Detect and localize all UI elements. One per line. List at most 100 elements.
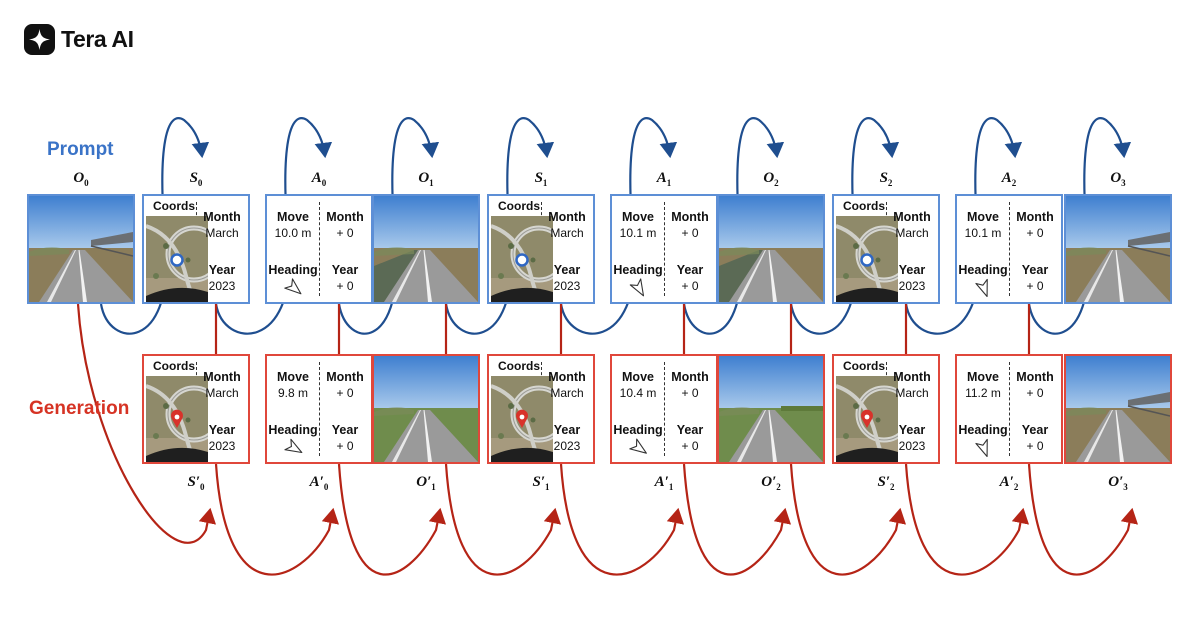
month-delta-cell: Month+ 0 [664,369,716,401]
street-view-image [374,356,478,462]
label-subscript: 0 [84,178,89,188]
generation-row-label: Generation [29,398,130,419]
tile-divider [1009,362,1010,456]
move-value: 10.1 m [964,226,1002,240]
label-symbol: A [999,474,1010,490]
sequence-label: A2 [954,170,1064,188]
satellite-map-icon [836,216,898,302]
prime-mark: ′ [664,474,669,490]
month-label: Month [326,210,364,224]
tile-divider [319,202,320,296]
year-label: Year [331,263,359,277]
label-symbol: S [187,474,196,490]
month-label: Month [548,370,586,384]
label-subscript: 2 [776,482,781,492]
move-label: Move [967,370,999,384]
year-label: Year [676,263,704,277]
month-delta-value: + 0 [1026,226,1044,240]
label-symbol: S [879,170,888,186]
year-delta-value: + 0 [1026,439,1044,453]
move-value: 9.8 m [277,386,308,400]
prime-mark: ′ [772,474,777,490]
generation-arrow [789,463,907,576]
heading-cell: Heading [957,422,1009,438]
label-symbol: S [532,474,541,490]
label-subscript: 1 [431,482,436,492]
year-delta-value: + 0 [336,279,354,293]
generation-arrow [444,463,562,576]
month-value: March [895,226,929,240]
year-label: Year [553,423,581,437]
street-view-image [374,196,478,302]
tera-logo-icon [24,24,55,55]
move-label: Move [967,210,999,224]
month-value: March [550,226,584,240]
month-value: March [895,386,929,400]
sequence-label: S2 [831,170,941,188]
month-label: Month [671,210,709,224]
label-symbol: O [763,170,775,186]
sequence-label: A′0 [264,474,374,492]
month-label: Month [203,370,241,384]
sequence-label: O2 [716,170,826,188]
year-delta-value: + 0 [1026,279,1044,293]
month-value: March [205,386,239,400]
heading-cell: Heading [612,262,664,278]
label-symbol: O [1108,474,1120,490]
generation-arrow [904,463,1030,576]
street-view-image [719,356,823,462]
month-value: March [205,226,239,240]
month-delta-value: + 0 [336,226,354,240]
generation-arrow [1027,463,1139,576]
satellite-map-icon [491,216,553,302]
heading-arrow-icon [975,438,988,458]
street-view-image [719,196,823,302]
year-delta-value: + 0 [681,279,699,293]
action-tile: Move 11.2 m Heading Month+ 0 Year + 0 [955,354,1063,464]
tile-divider [664,202,665,296]
label-symbol: A [656,170,667,186]
year-value: 2023 [898,279,926,293]
move-label: Move [622,210,654,224]
year-label: Year [1021,423,1049,437]
observation-frame [372,194,480,304]
brand-name: Tera AI [61,26,134,52]
move-value: 11.2 m [965,386,1001,400]
month-delta-cell: Month+ 0 [664,209,716,241]
year-delta-cell: Year+ 0 [664,422,716,454]
prompt-arrow [1027,117,1132,335]
heading-arrow-icon [284,438,303,454]
year-delta-cell: Year + 0 [319,262,371,294]
month-delta-cell: Month + 0 [319,209,371,241]
label-subscript: 2 [887,178,893,188]
tile-split: Move 11.2 m Heading Month+ 0 Year + 0 [957,356,1061,462]
year-label: Year [553,263,581,277]
month-label: Month [1016,370,1054,384]
month-label: Month [326,370,364,384]
sequence-label: S′0 [141,474,251,492]
year-value: 2023 [898,439,926,453]
heading-cell: Heading [267,262,319,278]
observation-frame [1064,354,1172,464]
label-symbol: S [189,170,198,186]
label-symbol: A [311,170,322,186]
label-symbol: O [416,474,428,490]
month-delta-cell: Month+ 0 [1009,369,1061,401]
heading-cell: Heading [267,422,319,438]
